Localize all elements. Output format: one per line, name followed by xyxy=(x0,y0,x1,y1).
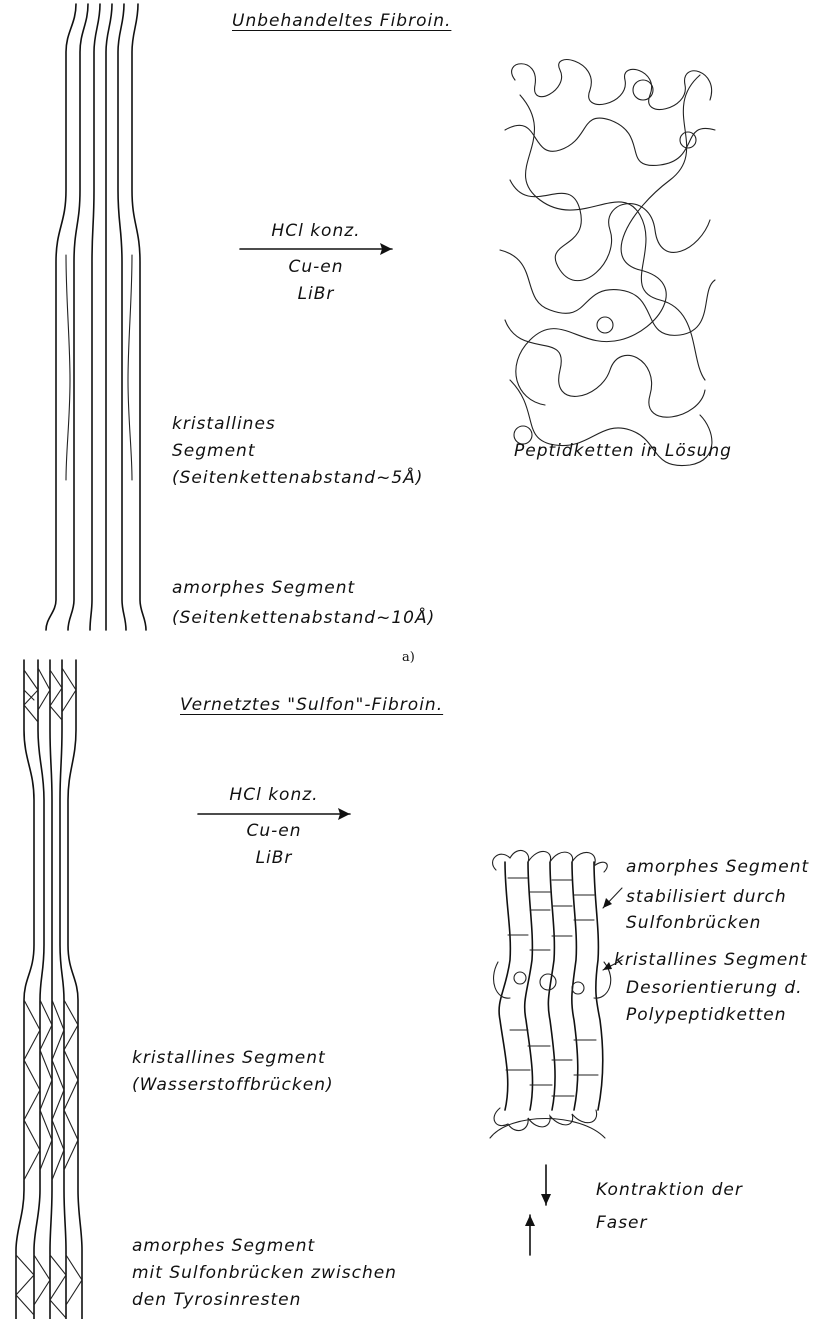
contraction-arrows xyxy=(525,1165,551,1255)
peptide-coil-tangle xyxy=(500,60,715,466)
reagent-b-1: HCl konz. xyxy=(198,782,350,809)
amorphous-label-b-2: mit Sulfonbrücken zwischen xyxy=(132,1260,397,1287)
caption-a: a) xyxy=(402,650,415,665)
contraction-label-2: Faser xyxy=(596,1210,648,1237)
annot-crystalline-2: Desorientierung d. xyxy=(626,975,803,1002)
reagent-a-2: Cu-en xyxy=(240,254,392,281)
reagent-b-3: LiBr xyxy=(198,845,350,872)
crosslinked-fiber-bundle xyxy=(16,660,82,1319)
amorphous-label-b-3: den Tyrosinresten xyxy=(132,1287,301,1314)
annot-crystalline-3: Polypeptidketten xyxy=(626,1002,787,1029)
reagent-b-2: Cu-en xyxy=(198,818,350,845)
annotation-arrow-amorphous xyxy=(603,888,622,908)
crystalline-label-a-1: kristallines xyxy=(172,411,276,438)
reagent-a-1: HCl konz. xyxy=(240,218,392,245)
stabilized-fiber-segment xyxy=(490,850,611,1138)
product-label: Peptidketten in Lösung xyxy=(514,438,732,465)
reagent-a-3: LiBr xyxy=(240,281,392,308)
crystalline-label-a-2: Segment xyxy=(172,438,256,465)
contraction-label-1: Kontraktion der xyxy=(596,1177,743,1204)
annot-amorphous-3: Sulfonbrücken xyxy=(626,910,761,937)
annot-crystalline-1: kristallines Segment xyxy=(614,947,808,974)
part-b-title: Vernetztes "Sulfon"-Fibroin. xyxy=(180,692,443,719)
amorphous-label-a-2: (Seitenkettenabstand~10Å) xyxy=(172,605,435,632)
crystalline-label-a-3: (Seitenkettenabstand~5Å) xyxy=(172,465,423,492)
crystalline-label-b-1: kristallines Segment xyxy=(132,1045,326,1072)
annot-amorphous-1: amorphes Segment xyxy=(626,854,809,881)
crystalline-label-b-2: (Wasserstoffbrücken) xyxy=(132,1072,334,1099)
amorphous-label-b-1: amorphes Segment xyxy=(132,1233,315,1260)
amorphous-label-a-1: amorphes Segment xyxy=(172,575,355,602)
untreated-fiber-bundle xyxy=(46,4,146,630)
annot-amorphous-2: stabilisiert durch xyxy=(626,884,787,911)
